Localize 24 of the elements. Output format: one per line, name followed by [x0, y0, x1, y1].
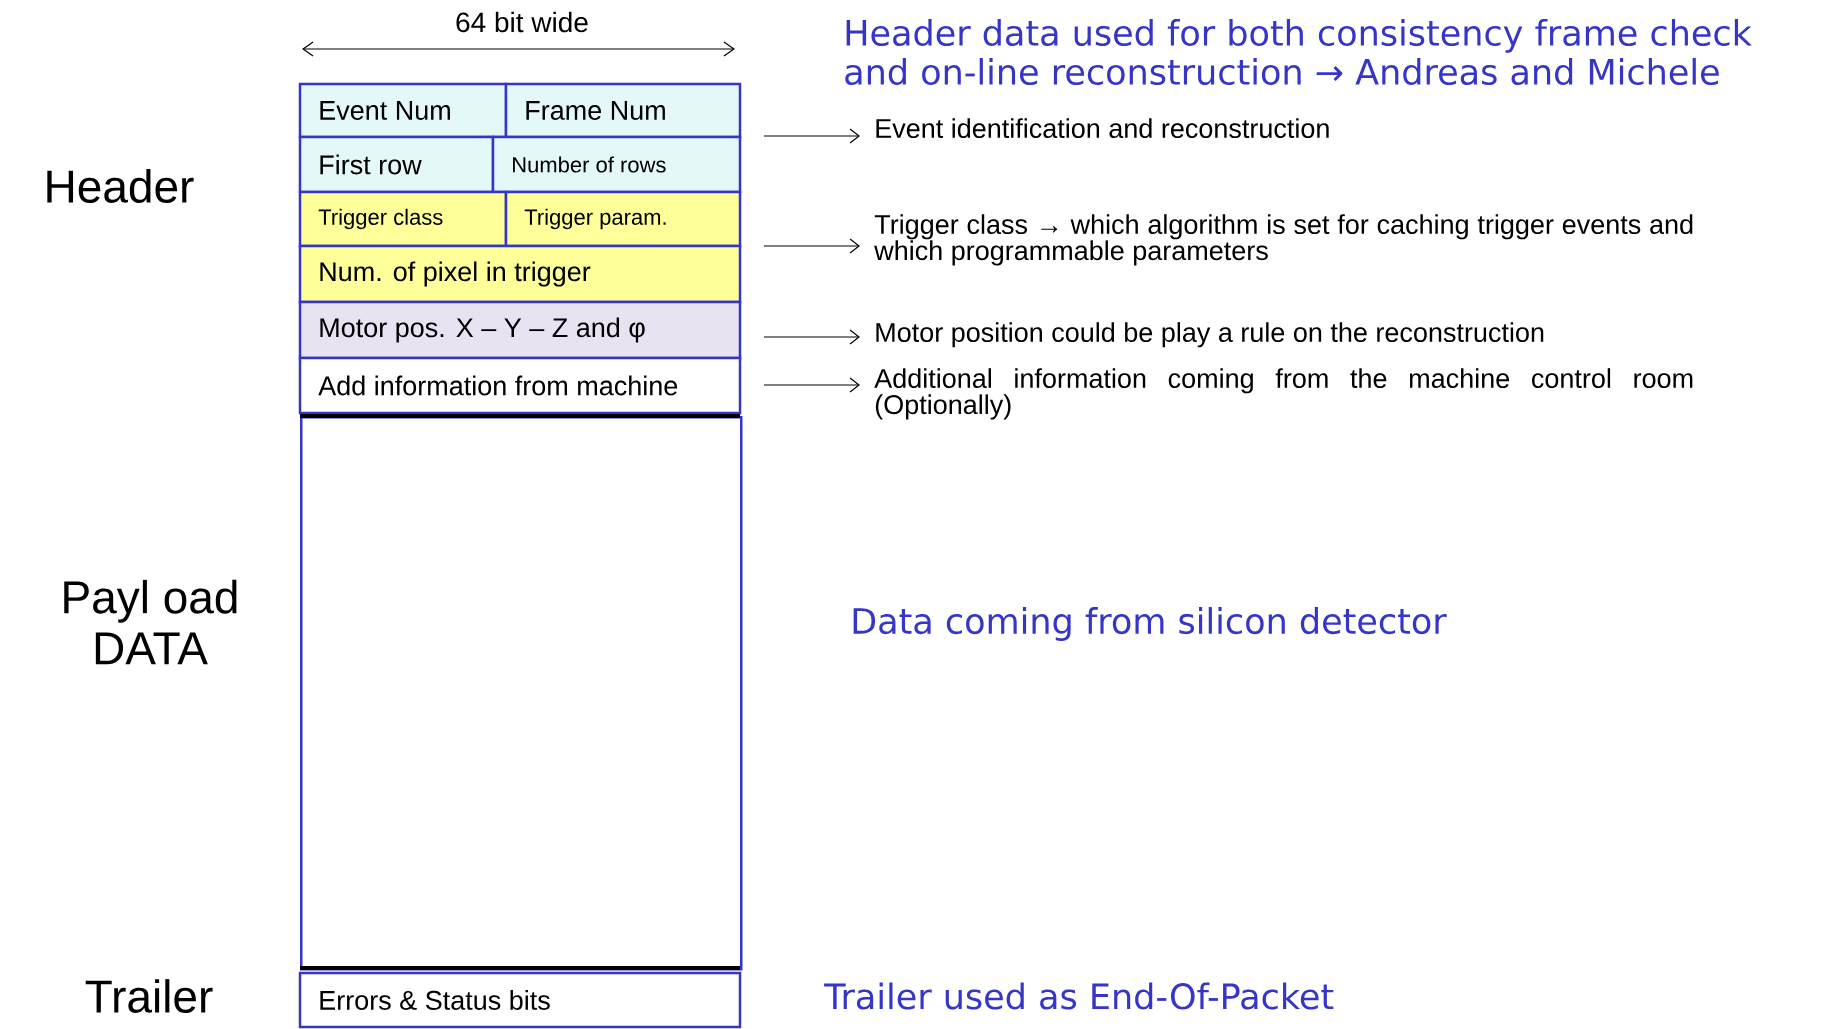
note-text: Data coming from silicon detector: [853, 607, 1447, 641]
field-cell: Number of rows: [491, 135, 742, 194]
note-text: Trailer used as End-Of-Packet: [824, 982, 1334, 1010]
section-label: Trailer: [85, 979, 213, 1013]
note-text: Header data used for both consistency frame check and on-line reconstruction → Andreas and Michele: [845, 18, 1752, 86]
arrow: [763, 377, 860, 393]
section-label: Payl oad DATA: [64, 579, 237, 665]
annotation-text: Trigger class → which algorithm is set for caching trigger events and which programmable parameters: [874, 214, 1693, 266]
dimension-label: 64 bit wide: [456, 11, 588, 33]
field-cell: First row: [298, 135, 495, 194]
field-cell: Errors & Status bits: [298, 971, 742, 1029]
field-cell: Event Num: [298, 82, 508, 139]
field-cell: Frame Num: [504, 82, 742, 139]
section-label: Header: [47, 169, 194, 203]
field-cell: Add information from machine: [298, 356, 742, 415]
field-cell: Motor pos. X – Y – Z and φ: [298, 300, 742, 360]
arrow: [763, 128, 860, 144]
arrow: [763, 238, 860, 254]
field-cell: Trigger param.: [504, 190, 742, 248]
annotation-text: Motor position could be play a rule on the reconstruction: [876, 322, 1544, 348]
field-cell: Trigger class: [298, 190, 508, 248]
arrow: [763, 329, 860, 345]
annotation-text: Additional information coming from the machine control room (Optionally): [874, 368, 1693, 420]
annotation-text: Event identification and reconstruction: [876, 118, 1329, 139]
